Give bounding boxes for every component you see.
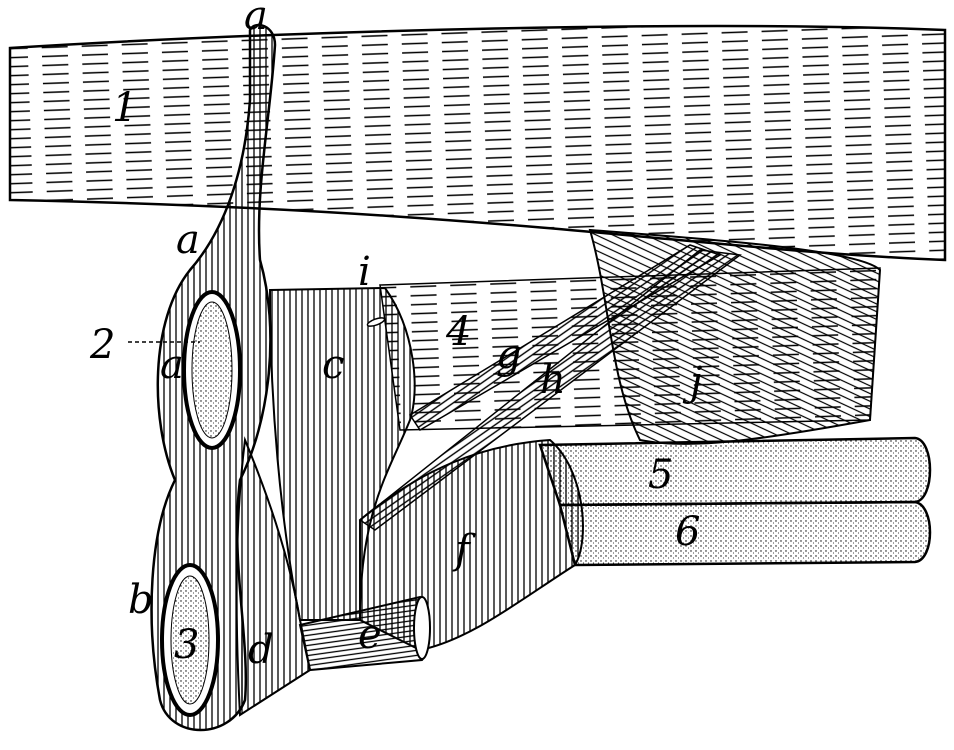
label-a-inner: a — [160, 342, 184, 388]
label-a-top: a — [244, 0, 268, 39]
label-6: 6 — [675, 509, 701, 555]
cord-6 — [558, 500, 932, 567]
label-4: 4 — [446, 309, 472, 355]
label-d: d — [248, 627, 274, 673]
label-i: i — [358, 249, 371, 295]
muscle-c — [268, 286, 416, 621]
muscle-1-band — [8, 24, 947, 262]
label-a-mid: a — [176, 217, 200, 263]
label-c: c — [322, 342, 345, 388]
label-j: j — [690, 359, 703, 405]
label-b: b — [128, 577, 154, 623]
label-5: 5 — [648, 452, 674, 498]
muscle-j — [588, 228, 882, 445]
label-2: 2 — [90, 322, 116, 368]
label-e: e — [358, 612, 382, 658]
label-1: 1 — [112, 85, 138, 131]
cord-5 — [538, 436, 932, 507]
label-f: f — [455, 527, 470, 573]
label-g: g — [496, 332, 522, 378]
label-3: 3 — [174, 622, 200, 668]
label-h: h — [540, 357, 566, 403]
